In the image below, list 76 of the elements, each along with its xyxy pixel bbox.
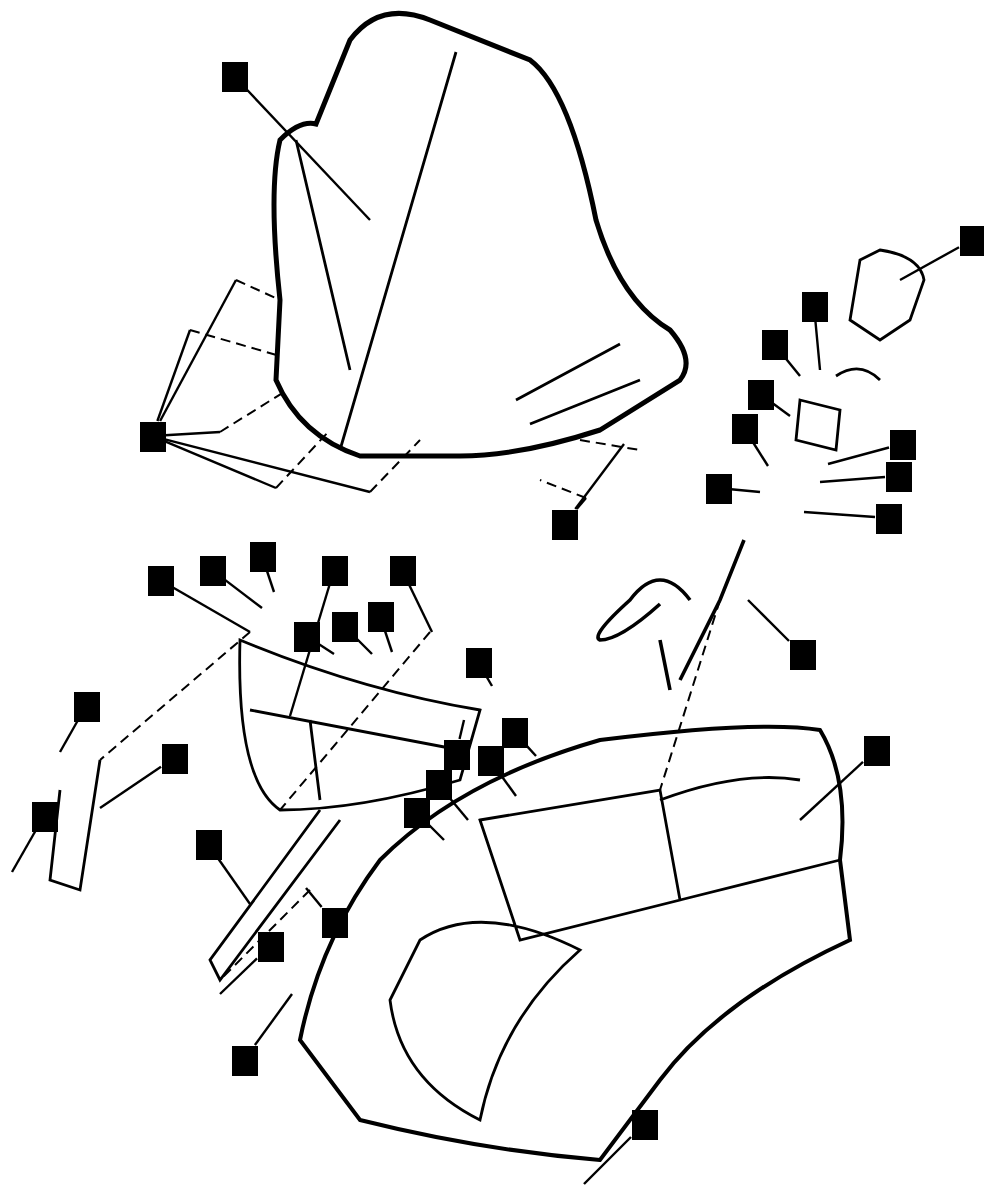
leader-line xyxy=(383,630,394,653)
callout-number xyxy=(465,647,491,677)
leader-line xyxy=(752,442,769,467)
leader-line xyxy=(99,765,162,809)
callout-number xyxy=(73,691,99,721)
leader-line xyxy=(785,358,801,377)
leader-line xyxy=(575,497,587,510)
leader-line xyxy=(730,488,761,494)
callout-number xyxy=(31,801,57,831)
callout-number xyxy=(367,601,393,631)
callout-number xyxy=(139,421,165,451)
leader-line xyxy=(156,329,192,422)
leader-line xyxy=(253,993,293,1046)
leader-line xyxy=(574,443,625,510)
callout-number xyxy=(425,769,451,799)
callout-number xyxy=(705,473,731,503)
callout-number xyxy=(747,379,773,409)
callout-number xyxy=(551,509,577,539)
leader-line xyxy=(265,570,276,593)
callout-number xyxy=(631,1109,657,1139)
leader-line xyxy=(814,320,822,371)
leader-line xyxy=(288,584,331,717)
leader-line xyxy=(747,599,790,642)
callout-number xyxy=(221,61,247,91)
leader-line xyxy=(799,761,864,821)
leader-line xyxy=(408,584,434,633)
leader-line xyxy=(164,438,371,494)
leader-line xyxy=(428,824,445,841)
callout-number xyxy=(959,225,984,255)
callout-number xyxy=(501,717,527,747)
leader-line xyxy=(485,676,494,687)
callout-number xyxy=(443,739,469,769)
callout-number xyxy=(889,429,915,459)
callout-number xyxy=(161,743,187,773)
callout-number xyxy=(389,555,415,585)
leader-line xyxy=(172,586,251,634)
leader-line xyxy=(458,719,466,740)
callout-number xyxy=(477,745,503,775)
callout-number xyxy=(331,611,357,641)
callout-number xyxy=(231,1045,257,1075)
callout-number xyxy=(731,413,757,443)
callout-number xyxy=(403,797,429,827)
leader-line xyxy=(356,638,373,655)
callout-number xyxy=(801,291,827,321)
callout-number xyxy=(257,931,283,961)
leader-line xyxy=(772,402,791,417)
leader-line xyxy=(305,887,323,908)
callout-number xyxy=(875,503,901,533)
leader-line xyxy=(164,430,221,437)
leader-line xyxy=(819,475,886,484)
callout-number xyxy=(761,329,787,359)
leader-line xyxy=(827,446,890,466)
leader-line xyxy=(449,798,469,821)
callout-number xyxy=(195,829,221,859)
leader-line xyxy=(318,643,335,655)
callout-number xyxy=(199,555,225,585)
callout-number xyxy=(321,907,347,937)
leader-line xyxy=(217,858,251,905)
leader-line xyxy=(246,88,371,221)
callout-number xyxy=(885,461,911,491)
leader-line xyxy=(58,720,79,753)
leader-line xyxy=(499,774,517,797)
leader-line xyxy=(159,279,238,422)
callout-number xyxy=(863,735,889,765)
callout-number xyxy=(293,621,319,651)
callout-number xyxy=(249,541,275,571)
leader-line xyxy=(583,1136,632,1185)
leader-line xyxy=(10,830,37,873)
leader-line xyxy=(164,440,277,490)
leader-line xyxy=(526,745,537,757)
leader-line xyxy=(219,957,258,995)
callout-number xyxy=(147,565,173,595)
callout-number xyxy=(321,555,347,585)
leader-line xyxy=(224,578,263,609)
leader-line xyxy=(803,510,876,519)
callout-number xyxy=(789,639,815,669)
